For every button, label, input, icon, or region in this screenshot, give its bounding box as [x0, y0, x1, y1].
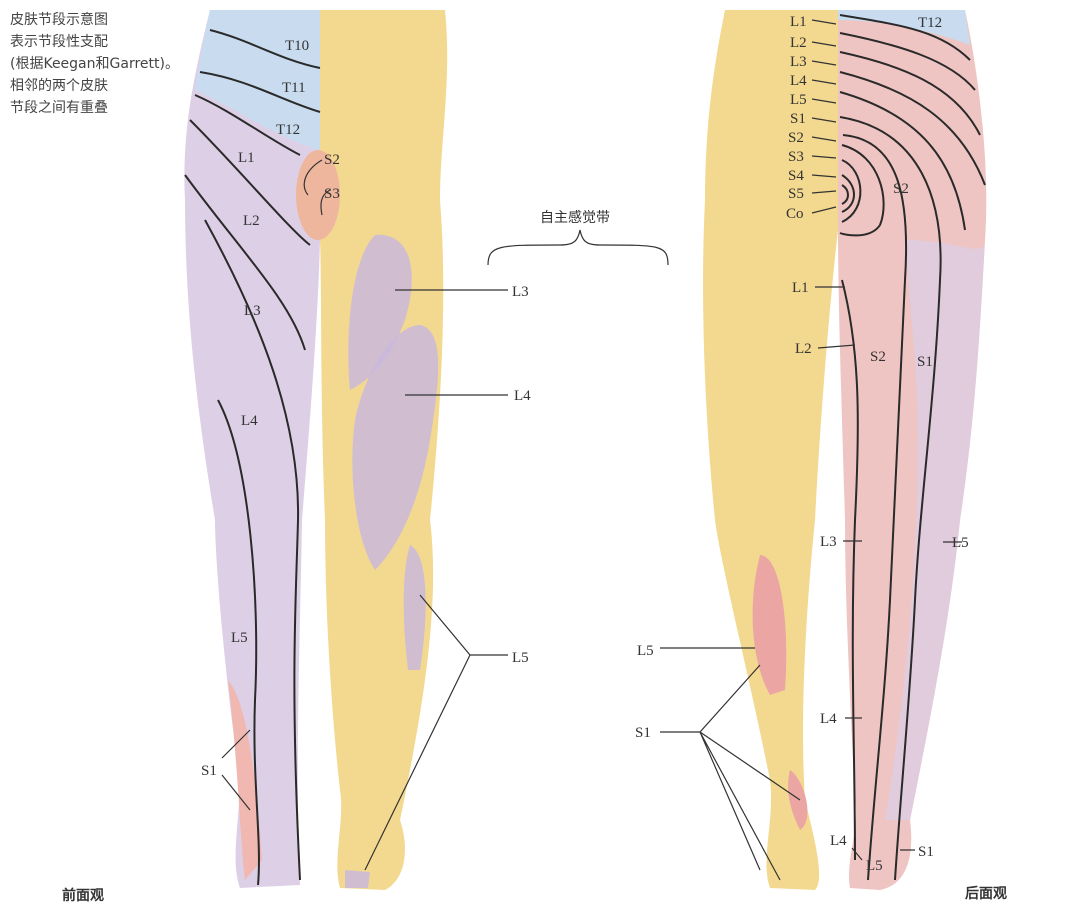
spine-label-s5: S5 — [788, 186, 804, 202]
caption-line-1: 皮肤节段示意图 — [10, 11, 108, 28]
label-l1: L1 — [238, 150, 255, 166]
label-t10: T10 — [285, 38, 309, 54]
label-t12: T12 — [276, 122, 300, 138]
label-s1: S1 — [201, 763, 217, 779]
spine-label-l5: L5 — [790, 92, 807, 108]
spine-label-s4: S4 — [788, 168, 804, 184]
caption-line-5: 节段之间有重叠 — [10, 100, 108, 116]
spine-label-s1: S1 — [790, 111, 806, 127]
caption-line-2: 表示节段性支配 — [10, 34, 108, 50]
back-label-l5-foot: L5 — [866, 858, 883, 874]
front-blue-region — [195, 10, 320, 150]
front-view-label: 前面观 — [62, 887, 104, 904]
back-label-s2: S2 — [870, 349, 886, 365]
caption: 皮肤节段示意图 表示节段性支配 (根据Keegan和Garrett)。 相邻的两… — [10, 11, 179, 116]
front-right-leg-lavender — [184, 10, 320, 888]
autonomous-title: 自主感觉带 — [540, 209, 610, 226]
back-label-s2-buttock: S2 — [893, 181, 909, 197]
zone-l4 — [352, 325, 439, 570]
back-blue-top — [838, 10, 970, 45]
back-label-l5-calf: L5 — [637, 643, 654, 659]
back-label-l3: L3 — [820, 534, 837, 550]
spine-label-l1: L1 — [790, 14, 807, 30]
autonomous-l4: L4 — [514, 388, 531, 404]
back-left-leg-skin — [703, 10, 838, 890]
spine-label-s2: S2 — [788, 130, 804, 146]
back-view-label: 后面观 — [965, 885, 1007, 902]
caption-line-3: (根据Keegan和Garrett)。 — [10, 56, 179, 72]
front-figure: T10 T11 T12 L1 S2 S3 L2 L3 L4 L5 S1 — [184, 10, 448, 890]
label-l5: L5 — [231, 630, 248, 646]
spine-label-l3: L3 — [790, 54, 807, 70]
label-l4: L4 — [241, 413, 258, 429]
zone-l3 — [348, 234, 412, 390]
label-s3: S3 — [324, 186, 340, 202]
genital — [296, 150, 340, 240]
back-label-s1: S1 — [917, 354, 933, 370]
back-label-l5: L5 — [952, 535, 969, 551]
back-label-s1-foot: S1 — [918, 844, 934, 860]
back-label-l4: L4 — [820, 711, 837, 727]
autonomous-zone-annotations: 自主感觉带 L3 L4 L5 — [364, 209, 669, 871]
back-label-l1: L1 — [792, 280, 809, 296]
back-calf-zone-l5 — [752, 555, 787, 695]
back-figure: L1 L2 L3 L4 L5 S1 S2 S3 S4 S5 Co T12 S2 … — [635, 10, 987, 890]
caption-line-4: 相邻的两个皮肤 — [10, 78, 108, 94]
spine-label-l4: L4 — [790, 73, 807, 89]
label-l2: L2 — [243, 213, 260, 229]
autonomous-l5: L5 — [512, 650, 529, 666]
brace — [487, 229, 669, 266]
back-label-l4-foot: L4 — [830, 833, 847, 849]
autonomous-l3: L3 — [512, 284, 529, 300]
spine-label-l2: L2 — [790, 35, 807, 51]
spine-label-s3: S3 — [788, 149, 804, 165]
back-label-t12: T12 — [918, 15, 942, 31]
label-l3: L3 — [244, 303, 261, 319]
label-s2: S2 — [324, 152, 340, 168]
back-label-l2: L2 — [795, 341, 812, 357]
back-label-s1-heel: S1 — [635, 725, 651, 741]
back-heel-zone-s1 — [788, 770, 808, 830]
front-s1-pink — [228, 680, 262, 880]
label-t11: T11 — [282, 80, 306, 96]
spine-label-co: Co — [786, 206, 804, 222]
zone-l5 — [345, 545, 426, 888]
